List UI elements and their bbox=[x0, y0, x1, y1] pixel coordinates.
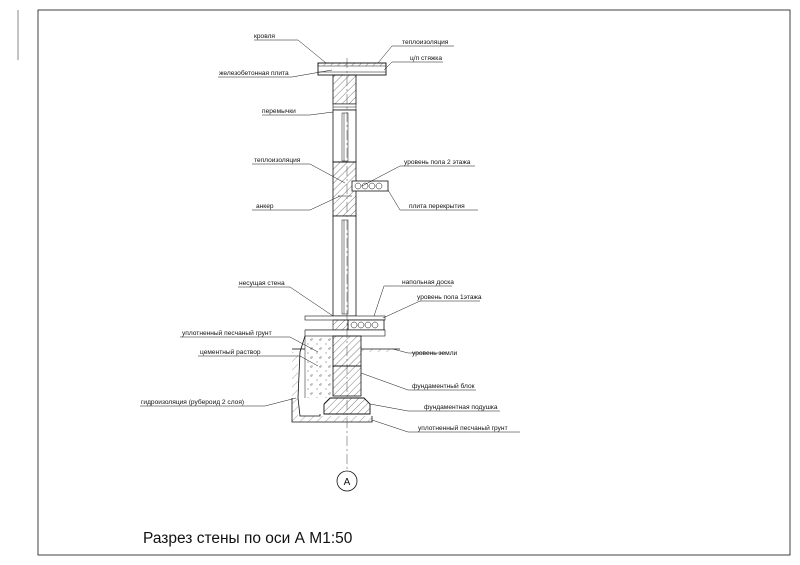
leaders bbox=[140, 39, 520, 433]
label-cement-mortar: цементный раствор bbox=[200, 348, 261, 356]
label-lintels: перемычки bbox=[262, 108, 296, 115]
floor1-hollowcore bbox=[347, 319, 385, 331]
wall-top-block bbox=[332, 74, 357, 105]
label-compacted-sand-bottom: уплотненный песчаный грунт bbox=[418, 424, 508, 432]
hollowcore-voids-upper bbox=[354, 182, 383, 190]
excavation-outline bbox=[297, 335, 321, 417]
labels: кровля теплоизоляция ц/п стяжка железобе… bbox=[141, 33, 508, 432]
label-floor-slab: плита перекрытия bbox=[409, 203, 465, 210]
drawing-title: Разрез стены по оси А М1:50 bbox=[143, 530, 353, 547]
label-insulation-top: теплоизоляция bbox=[402, 39, 449, 46]
label-ground-level: уровень земли bbox=[412, 350, 458, 357]
axis-marker-circle bbox=[336, 470, 358, 492]
label-floor-board: напольная доска bbox=[402, 279, 454, 286]
floor2-slab bbox=[351, 180, 389, 192]
axis-marker-letter: А bbox=[344, 477, 351, 488]
label-rc-slab: железобетонная плита bbox=[219, 69, 289, 77]
label-floor2-level: уровень пола 2 этажа bbox=[404, 159, 471, 166]
label-waterproofing: гидроизоляция (рубероид 2 слоя) bbox=[141, 398, 244, 406]
wall-section bbox=[291, 62, 400, 423]
label-insulation-mid: теплоизоляция bbox=[254, 157, 301, 164]
label-screed: ц/п стяжка bbox=[410, 55, 442, 62]
label-anchor: анкер bbox=[256, 203, 274, 210]
label-floor1-level: уровень пола 1этажа bbox=[417, 294, 482, 301]
label-foundation-block: фундаментный блок bbox=[412, 382, 475, 390]
sand-backfill bbox=[305, 336, 333, 398]
sheet-border bbox=[37, 9, 791, 556]
window-frame-lower bbox=[341, 219, 349, 315]
label-foundation-pad: фундаментная подушка bbox=[424, 404, 498, 411]
label-roof: кровля bbox=[254, 33, 275, 40]
label-bearing-wall: несущая стена bbox=[239, 280, 285, 287]
floor1-slab bbox=[304, 315, 386, 321]
hollowcore-voids-lower bbox=[350, 321, 379, 329]
label-compacted-sand-top: уплотненный песчаный грунт bbox=[182, 329, 272, 337]
window-frame-upper bbox=[341, 112, 349, 162]
